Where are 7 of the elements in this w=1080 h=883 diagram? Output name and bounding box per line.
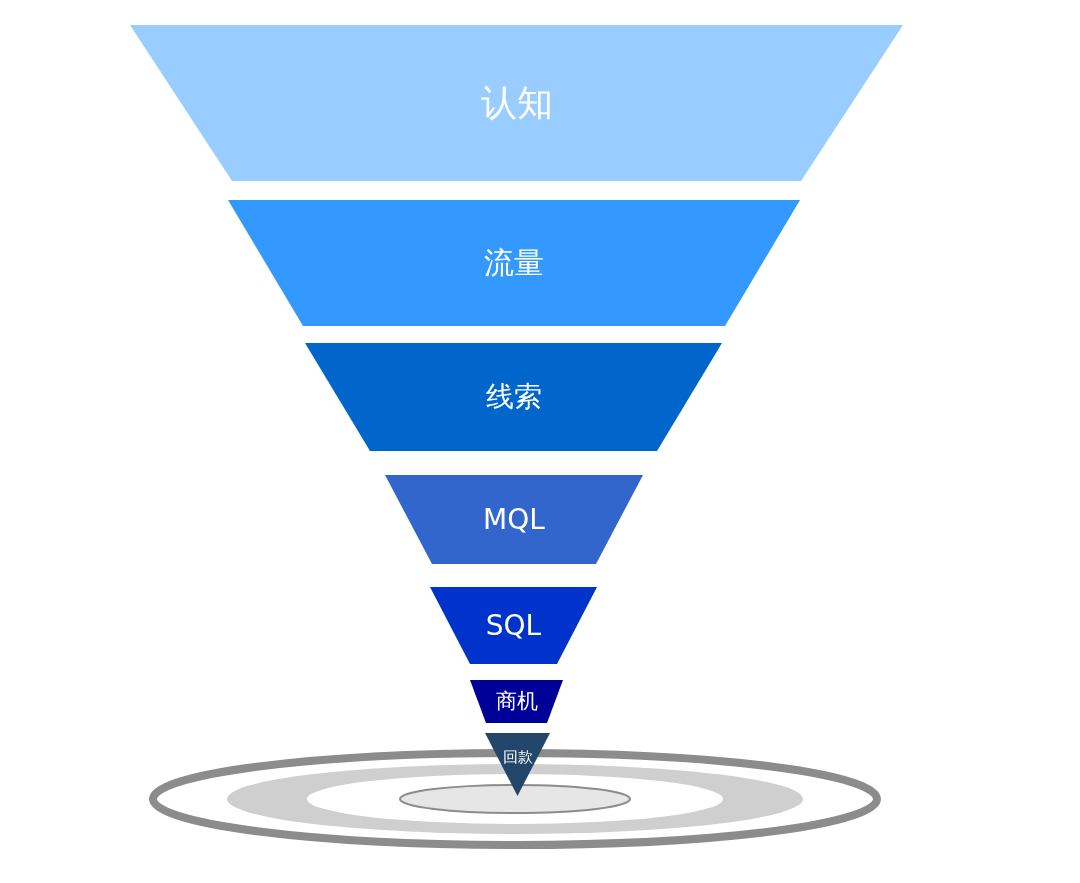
stage-label: MQL bbox=[483, 502, 545, 537]
stage-label: 商机 bbox=[495, 688, 538, 715]
stage-label: SQL bbox=[485, 608, 542, 643]
stage-label: 线索 bbox=[485, 380, 542, 414]
stage-label: 流量 bbox=[484, 245, 544, 281]
stage-label: 回款 bbox=[502, 747, 533, 766]
stage-label: 认知 bbox=[480, 81, 553, 125]
